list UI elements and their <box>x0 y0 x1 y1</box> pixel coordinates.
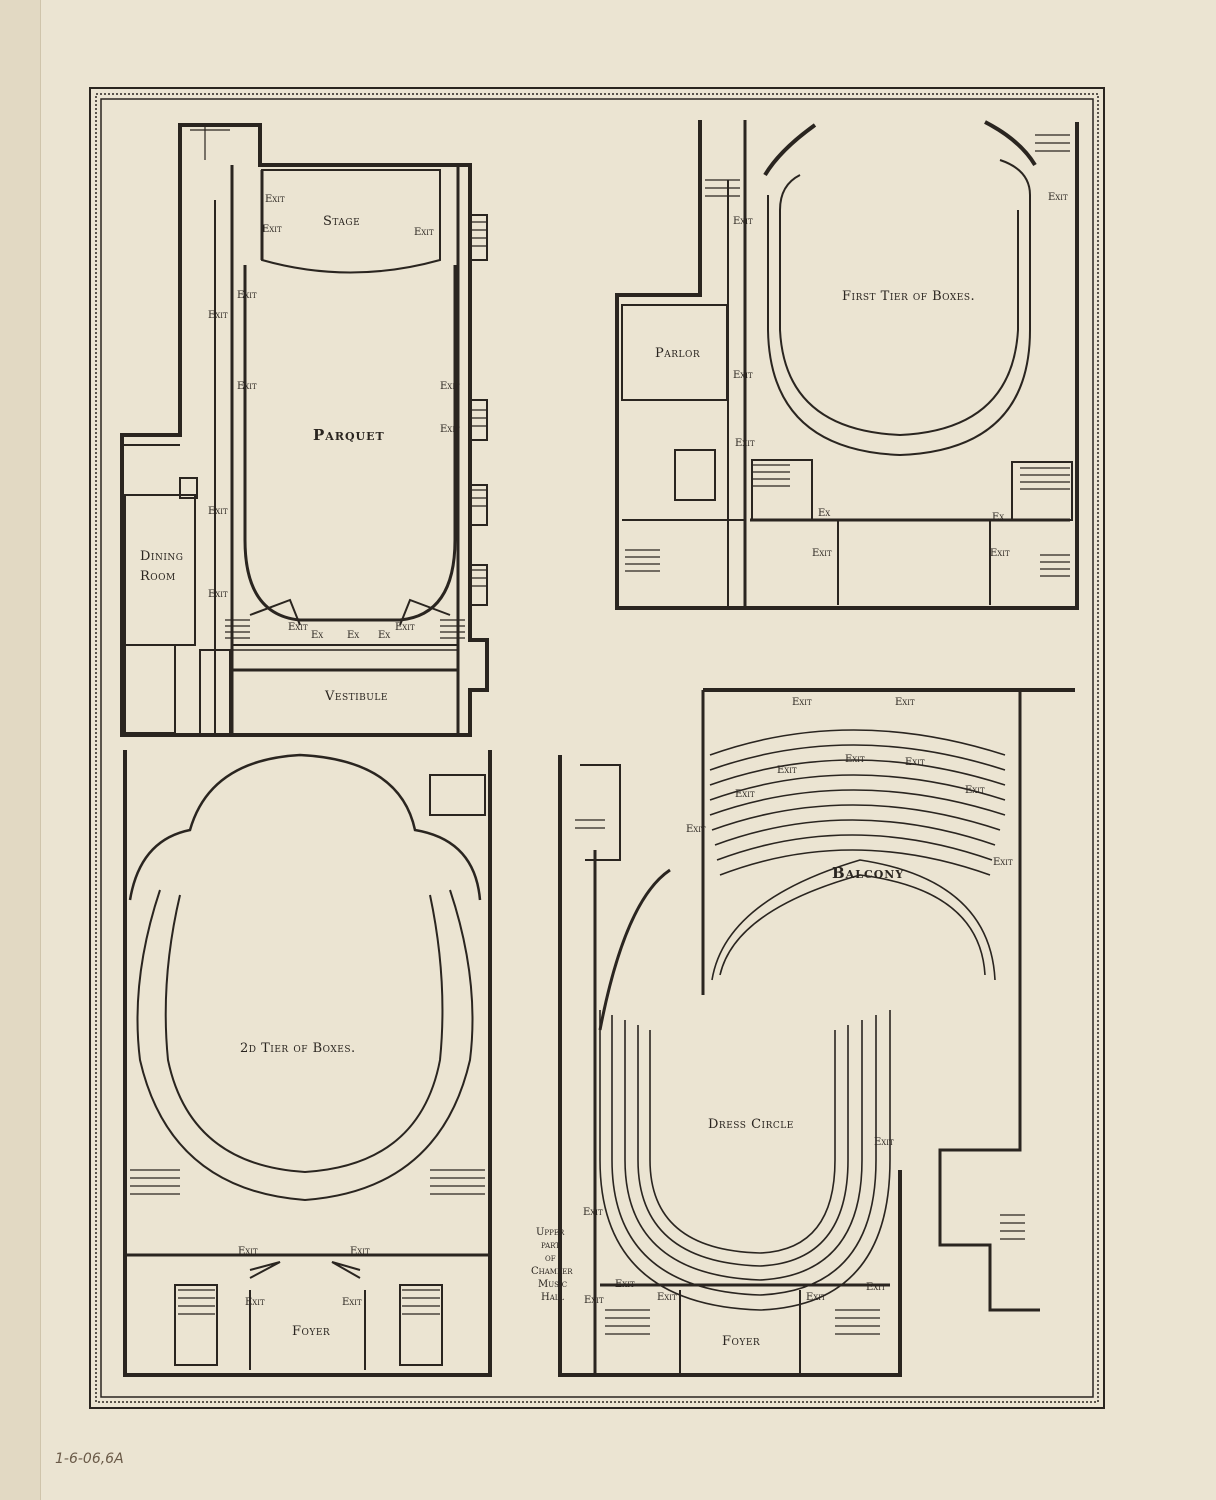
exit-label: Exit <box>238 1246 258 1257</box>
exit-label: Exit <box>237 290 257 301</box>
exit-label: Exit <box>735 789 755 800</box>
exit-label: Exit <box>208 506 228 517</box>
exit-label: Exit <box>414 227 434 238</box>
upper-part-label: Upper <box>536 1227 565 1238</box>
second-tier-title: 2d Tier of Boxes. <box>240 1041 356 1056</box>
exit-label: Exit <box>895 697 915 708</box>
upper-part-label: Hall <box>541 1292 564 1303</box>
stage-label: Stage <box>323 214 360 229</box>
first-tier-title: First Tier of Boxes. <box>842 289 975 304</box>
exit-label: Exit <box>777 765 797 776</box>
second-tier-plan <box>123 750 492 1377</box>
ex-label: Ex <box>378 630 390 641</box>
foyer-label: Foyer <box>292 1324 330 1339</box>
exit-label: Exit <box>735 438 755 449</box>
exit-label: Exit <box>990 548 1010 559</box>
exit-label: Exit <box>1048 192 1068 203</box>
exit-label: Exit <box>583 1207 603 1218</box>
balcony-labels: Balcony Dress Circle Foyer Exit Exit Exi… <box>531 697 1013 1349</box>
second-tier-labels: 2d Tier of Boxes. Foyer Exit Exit Exit E… <box>238 1041 370 1339</box>
exit-label: Exit <box>686 824 706 835</box>
dress-circle-label: Dress Circle <box>708 1117 794 1132</box>
exit-label: Exit <box>615 1279 635 1290</box>
parquet-plan <box>120 123 489 737</box>
upper-part-label: Chamber <box>531 1266 573 1277</box>
exit-label: Exit <box>993 857 1013 868</box>
exit-label: Exit <box>265 194 285 205</box>
exit-label: Exit <box>965 785 985 796</box>
page-border <box>89 87 1105 1409</box>
parquet-label: Parquet <box>313 426 385 444</box>
dining-label: Dining <box>140 549 183 564</box>
upper-part-label: part <box>541 1240 560 1251</box>
binding-gutter <box>0 0 41 1500</box>
exit-label: Exit <box>584 1295 604 1306</box>
exit-label: Exit <box>733 216 753 227</box>
exit-label: Exit <box>874 1137 894 1148</box>
first-tier-labels: First Tier of Boxes. Parlor Exit Exit Ex… <box>655 192 1068 559</box>
balcony-plan <box>558 688 1075 1377</box>
upper-part-label: Music <box>538 1279 567 1290</box>
exit-label: Exit <box>806 1292 826 1303</box>
foyer-label: Foyer <box>722 1334 760 1349</box>
exit-label: Exit <box>208 589 228 600</box>
upper-part-label: of <box>545 1253 556 1264</box>
exit-label: Exit <box>245 1297 265 1308</box>
parlor-label: Parlor <box>655 346 700 361</box>
first-tier-plan <box>615 120 1079 610</box>
parquet-labels: Stage Parquet Dining Room Vestibule Exit… <box>140 194 460 704</box>
ex-label: Ex <box>311 630 323 641</box>
exit-label: Exit <box>657 1292 677 1303</box>
room-label: Room <box>140 569 176 584</box>
exit-label: Exit <box>237 381 257 392</box>
exit-label: Exit <box>288 622 308 633</box>
exit-label: Exit <box>812 548 832 559</box>
exit-label: Exit <box>208 310 228 321</box>
exit-label: Exit <box>342 1297 362 1308</box>
exit-label: Exit <box>905 757 925 768</box>
exit-label: Exit <box>395 622 415 633</box>
exit-label: Exit <box>350 1246 370 1257</box>
balcony-title: Balcony <box>832 864 904 882</box>
vestibule-label: Vestibule <box>324 689 388 704</box>
ex-label: Ex <box>347 630 359 641</box>
exit-label: Exit <box>792 697 812 708</box>
exit-label: Exit <box>262 224 282 235</box>
exit-label: Exit <box>845 754 865 765</box>
exit-label: Exit <box>440 424 460 435</box>
archive-annotation: 1-6-06,6A <box>55 1451 124 1467</box>
ex-label: Ex <box>818 508 830 519</box>
exit-label: Exit <box>733 370 753 381</box>
exit-label: Exit <box>866 1282 886 1293</box>
exit-label: Exit <box>440 381 460 392</box>
ex-label: Ex <box>992 512 1004 523</box>
